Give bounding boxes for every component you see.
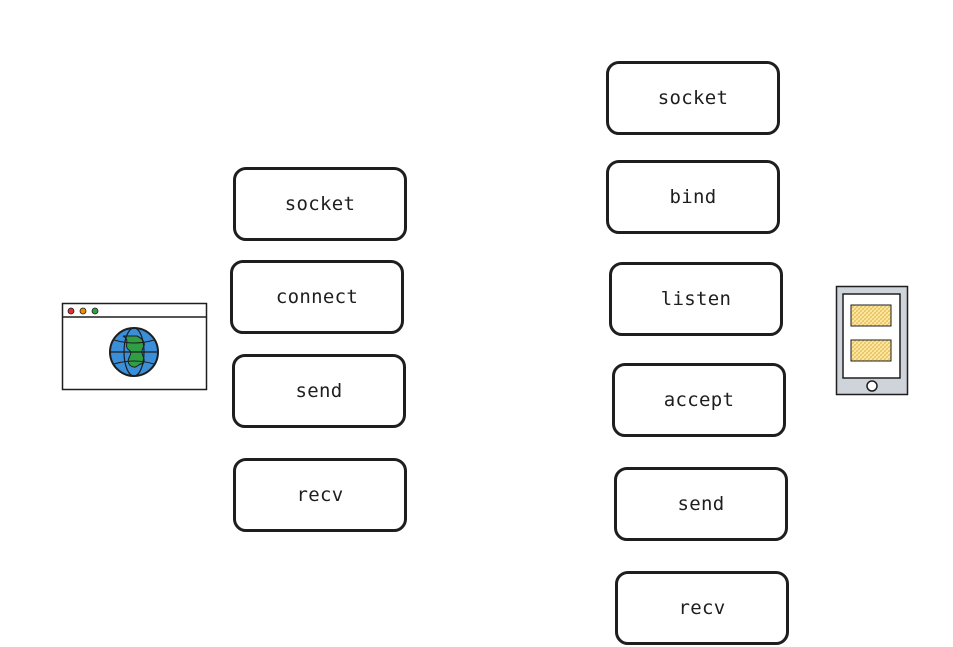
- client-recv-box: recv: [233, 458, 407, 532]
- browser-globe-icon: [61, 302, 208, 391]
- server-accept-label: accept: [663, 389, 735, 411]
- server-socket-box: socket: [606, 61, 780, 135]
- server-recv-label: recv: [678, 597, 726, 619]
- browser-dot-red: [67, 307, 75, 315]
- client-recv-label: recv: [296, 484, 344, 506]
- server-bind-label: bind: [669, 186, 717, 208]
- server-send-label: send: [677, 493, 725, 515]
- client-send-label: send: [295, 380, 343, 402]
- server-socket-label: socket: [657, 87, 729, 109]
- client-connect-label: connect: [275, 286, 359, 308]
- server-listen-box: listen: [609, 262, 783, 336]
- browser-dot-yellow: [79, 307, 87, 315]
- server-bind-box: bind: [606, 160, 780, 234]
- client-socket-box: socket: [233, 167, 407, 241]
- phone-home-button: [866, 380, 878, 392]
- mobile-phone-icon: [835, 285, 909, 396]
- client-socket-label: socket: [284, 193, 356, 215]
- phone-card-bottom: [850, 339, 892, 362]
- server-send-box: send: [614, 467, 788, 541]
- client-connect-box: connect: [230, 260, 404, 334]
- globe-icon: [109, 327, 159, 377]
- server-recv-box: recv: [615, 571, 789, 645]
- browser-dot-green: [91, 307, 99, 315]
- server-listen-label: listen: [660, 288, 732, 310]
- client-send-box: send: [232, 354, 406, 428]
- phone-card-top: [850, 304, 892, 327]
- server-accept-box: accept: [612, 363, 786, 437]
